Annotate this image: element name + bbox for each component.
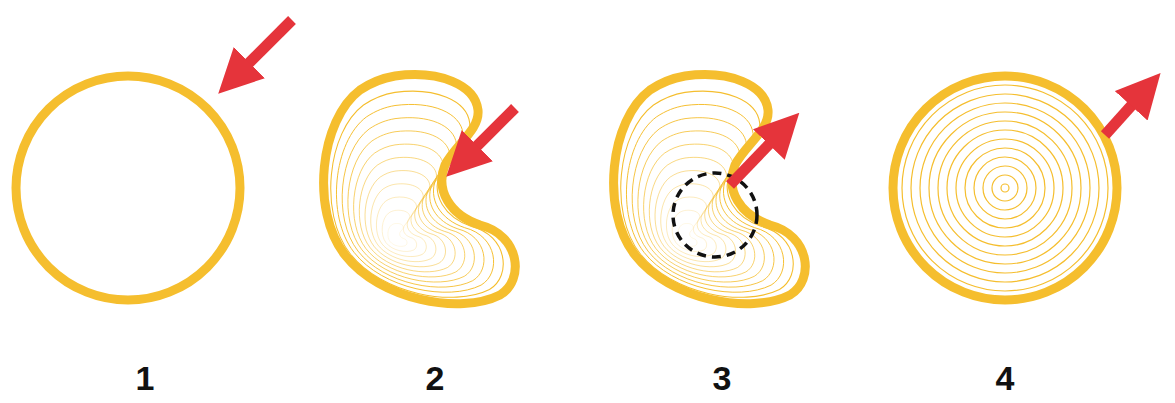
membrane-fold bbox=[382, 210, 417, 251]
folded-vesicle bbox=[614, 75, 806, 304]
membrane-fold bbox=[678, 223, 697, 246]
membrane-ring bbox=[992, 175, 1018, 201]
stage-number: 1 bbox=[136, 361, 155, 395]
membrane-ring bbox=[911, 94, 1099, 282]
membrane-ring bbox=[974, 157, 1036, 219]
membrane-fold bbox=[672, 210, 707, 251]
membrane-fold bbox=[365, 171, 446, 267]
membrane-ring bbox=[1001, 184, 1009, 192]
inward-arrow bbox=[468, 108, 515, 155]
membrane-ring bbox=[947, 130, 1063, 246]
folded-vesicle bbox=[324, 75, 516, 304]
inward-arrow bbox=[240, 20, 292, 72]
membrane-ring bbox=[920, 103, 1090, 273]
outward-arrow bbox=[1105, 96, 1140, 135]
membrane-ring bbox=[902, 85, 1108, 291]
filled-vesicle bbox=[893, 76, 1117, 300]
concentric-rings bbox=[902, 85, 1108, 291]
membrane-ring bbox=[929, 112, 1081, 264]
membrane-fold bbox=[661, 184, 726, 262]
membrane-ring bbox=[983, 166, 1027, 210]
membrane-fold bbox=[388, 223, 407, 246]
dashed-circle bbox=[673, 173, 757, 257]
membrane-ring bbox=[938, 121, 1072, 255]
stage-number: 2 bbox=[426, 361, 445, 395]
membrane-fold bbox=[371, 184, 436, 262]
stage-number: 4 bbox=[996, 361, 1015, 395]
membrane-fold bbox=[655, 171, 736, 267]
membrane-ring bbox=[956, 139, 1054, 237]
stage-number: 3 bbox=[713, 361, 732, 395]
membrane-ring bbox=[965, 148, 1045, 228]
membrane-fold bbox=[376, 197, 426, 257]
empty-vesicle bbox=[16, 76, 240, 300]
outward-arrow bbox=[730, 135, 778, 185]
